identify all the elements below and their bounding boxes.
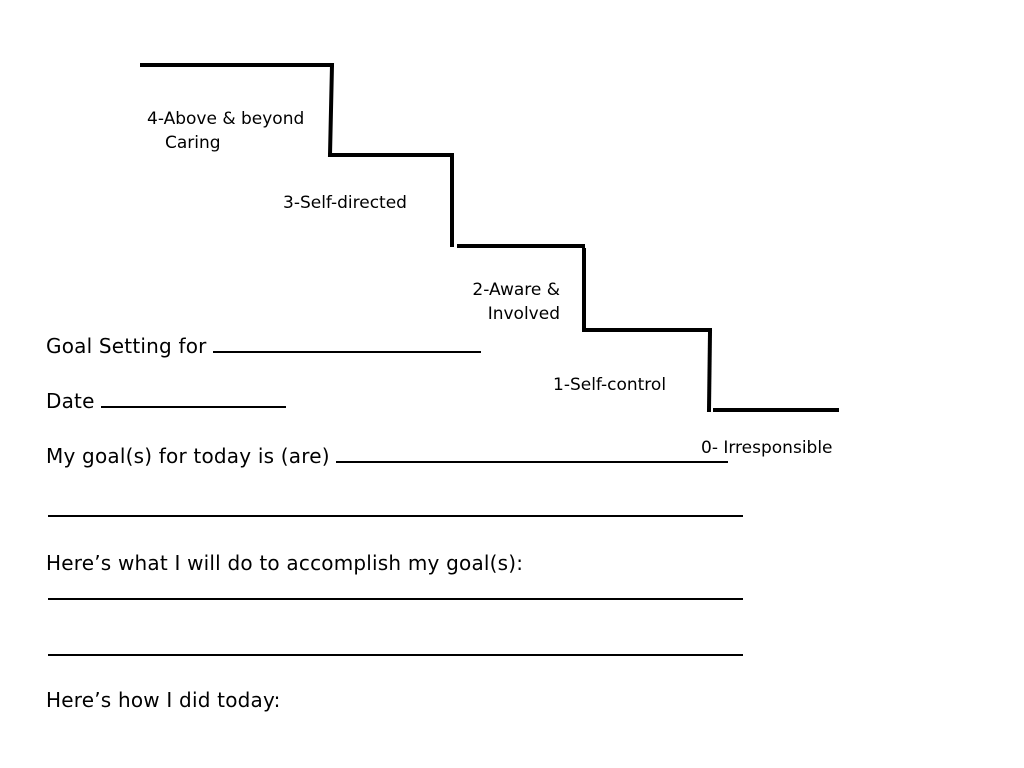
goals-today-blank[interactable] — [335, 443, 728, 463]
accomplish-label: Here’s what I will do to accomplish my g… — [46, 551, 524, 575]
goal-setting-name-blank[interactable] — [212, 333, 481, 353]
step-2-label-line-1: 2-Aware & — [472, 280, 560, 300]
goal-setting-label: Goal Setting for — [46, 334, 207, 358]
step-4-label: 4-Above & beyond Caring — [147, 107, 304, 155]
how-did-label: Here’s how I did today: — [46, 688, 281, 712]
accomplish-blank-1[interactable] — [48, 598, 743, 600]
accomplish-line: Here’s what I will do to accomplish my g… — [46, 551, 523, 575]
accomplish-blank-2[interactable] — [48, 654, 743, 656]
how-did-line: Here’s how I did today: — [46, 688, 281, 712]
goal-setting-line: Goal Setting for — [46, 333, 481, 358]
step-3-label: 3-Self-directed — [283, 191, 407, 215]
step-3-label-line-1: 3-Self-directed — [283, 193, 407, 213]
step-2-label: 2-Aware & Involved — [461, 278, 560, 326]
step-1-label: 1-Self-control — [553, 373, 666, 397]
step-1-riser — [706, 329, 713, 413]
step-4-riser — [327, 62, 335, 158]
step-0-label: 0- Irresponsible — [701, 436, 833, 460]
step-4-label-line-1: 4-Above & beyond — [147, 109, 305, 129]
step-0-label-line-1: 0- Irresponsible — [701, 438, 833, 458]
step-2-label-line-2: Involved — [487, 304, 560, 324]
goals-continuation-blank[interactable] — [48, 515, 743, 517]
date-label: Date — [46, 389, 95, 413]
goals-today-label: My goal(s) for today is (are) — [46, 444, 330, 468]
step-4-label-line-2: Caring — [165, 133, 221, 153]
date-line: Date — [46, 388, 286, 413]
goals-today-line: My goal(s) for today is (are) — [46, 443, 728, 468]
date-blank[interactable] — [100, 388, 286, 408]
step-1-label-line-1: 1-Self-control — [553, 375, 667, 395]
